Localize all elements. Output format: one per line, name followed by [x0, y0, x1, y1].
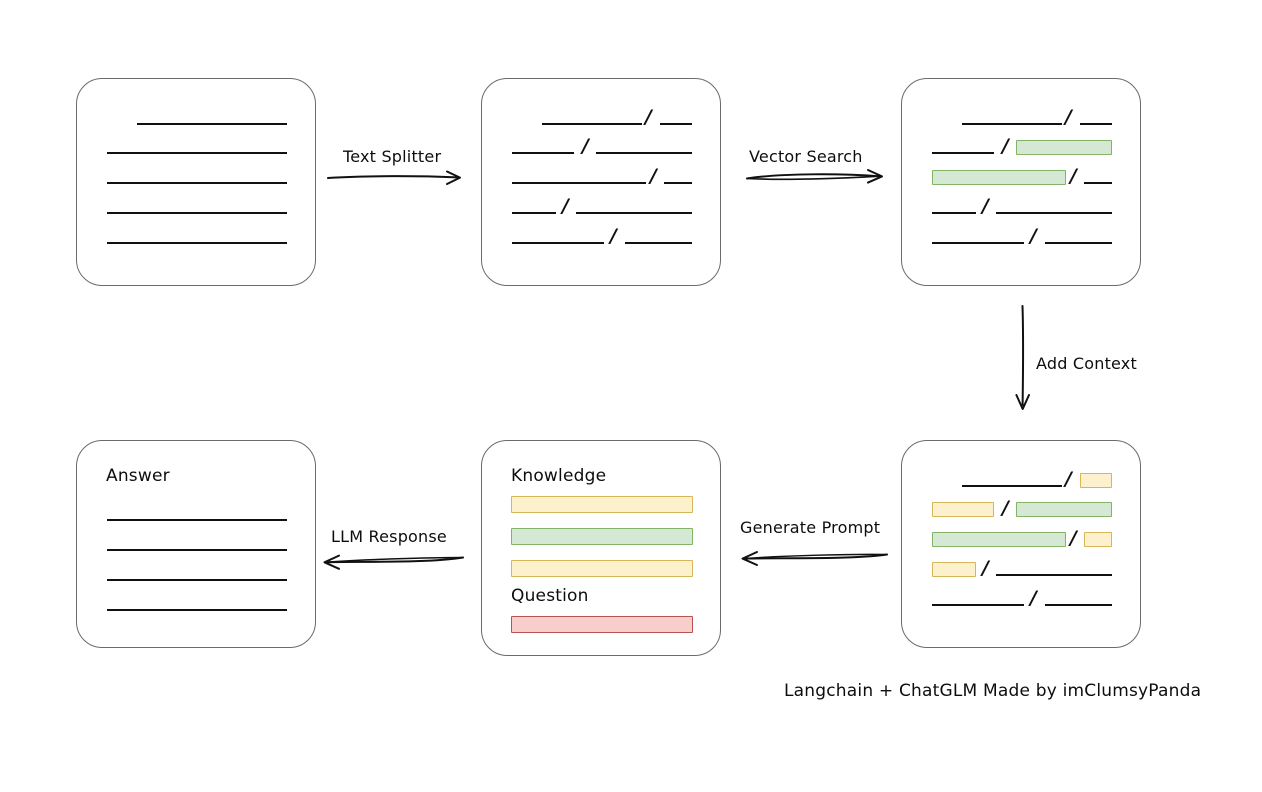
- document-line: [107, 212, 287, 214]
- chunk-separator-icon: /: [1002, 135, 1009, 157]
- chunk-line-segment: [512, 182, 646, 184]
- document-line: [137, 123, 287, 125]
- chunk-line-segment: [512, 242, 604, 244]
- chunk-line-segment: [962, 485, 1062, 487]
- document-line: [107, 242, 287, 244]
- answer-box[interactable]: Answer: [76, 440, 316, 648]
- retrieved-highlight-chip: [1016, 140, 1112, 155]
- chunk-separator-icon: /: [582, 135, 589, 157]
- chunk-line-segment: [932, 242, 1024, 244]
- context-highlight-chip: [932, 502, 994, 517]
- context-highlight-chip: [1084, 532, 1112, 547]
- chunk-line-segment: [1045, 604, 1112, 606]
- llm-response-label: LLM Response: [331, 527, 447, 546]
- chunk-line-segment: [596, 152, 692, 154]
- chunk-line-segment: [932, 212, 976, 214]
- knowledge-bar: [511, 560, 693, 577]
- chunk-line-segment: [996, 212, 1112, 214]
- chunk-separator-icon: /: [610, 225, 617, 247]
- chunked-document-box[interactable]: / / / / /: [481, 78, 721, 286]
- chunk-separator-icon: /: [645, 106, 652, 128]
- document-line: [107, 152, 287, 154]
- context-highlight-chip: [932, 532, 1066, 547]
- text-splitter-arrow: [327, 170, 461, 185]
- chunk-line-segment: [996, 574, 1112, 576]
- chunk-line-segment: [660, 123, 692, 125]
- text-splitter-label: Text Splitter: [343, 147, 442, 166]
- document-line: [107, 182, 287, 184]
- chunk-line-segment: [576, 212, 692, 214]
- add-context-arrow: [1015, 305, 1030, 410]
- chunk-line-segment: [1045, 242, 1112, 244]
- answer-line: [107, 549, 287, 551]
- answer-line: [107, 519, 287, 521]
- chunk-separator-icon: /: [982, 195, 989, 217]
- chunk-separator-icon: /: [1030, 587, 1037, 609]
- chunk-line-segment: [512, 152, 574, 154]
- chunk-line-segment: [664, 182, 692, 184]
- vector-search-label: Vector Search: [749, 147, 863, 166]
- knowledge-bar: [511, 496, 693, 513]
- chunk-separator-icon: /: [562, 195, 569, 217]
- chunk-line-segment: [542, 123, 642, 125]
- context-highlight-chip: [932, 562, 976, 577]
- question-bar: [511, 616, 693, 633]
- chunk-separator-icon: /: [1030, 225, 1037, 247]
- add-context-label: Add Context: [1036, 354, 1137, 373]
- chunk-line-segment: [512, 212, 556, 214]
- source-document-box[interactable]: [76, 78, 316, 286]
- answer-line: [107, 579, 287, 581]
- chunk-separator-icon: /: [650, 165, 657, 187]
- footer-credit: Langchain + ChatGLM Made by imClumsyPand…: [784, 681, 1202, 701]
- chunk-separator-icon: /: [982, 557, 989, 579]
- vector-search-arrow: [746, 169, 883, 184]
- llm-response-arrow: [323, 554, 464, 570]
- chunk-separator-icon: /: [1065, 468, 1072, 490]
- generate-prompt-label: Generate Prompt: [740, 518, 881, 537]
- chunk-line-segment: [1084, 182, 1112, 184]
- context-highlight-chip: [1080, 473, 1112, 488]
- chunk-line-segment: [932, 604, 1024, 606]
- answer-heading: Answer: [106, 466, 170, 486]
- chunk-separator-icon: /: [1065, 106, 1072, 128]
- chunk-line-segment: [932, 152, 994, 154]
- chunk-line-segment: [962, 123, 1062, 125]
- chunk-line-segment: [1080, 123, 1112, 125]
- chunk-line-segment: [625, 242, 692, 244]
- chunk-separator-icon: /: [1002, 497, 1009, 519]
- context-document-box[interactable]: / / / / /: [901, 440, 1141, 648]
- knowledge-bar: [511, 528, 693, 545]
- chunk-separator-icon: /: [1070, 527, 1077, 549]
- prompt-box[interactable]: Knowledge Question: [481, 440, 721, 656]
- question-heading: Question: [511, 586, 589, 606]
- answer-line: [107, 609, 287, 611]
- generate-prompt-arrow: [741, 551, 888, 566]
- knowledge-heading: Knowledge: [511, 466, 607, 486]
- context-highlight-chip: [1016, 502, 1112, 517]
- retrieved-chunks-box[interactable]: / / / / /: [901, 78, 1141, 286]
- chunk-separator-icon: /: [1070, 165, 1077, 187]
- retrieved-highlight-chip: [932, 170, 1066, 185]
